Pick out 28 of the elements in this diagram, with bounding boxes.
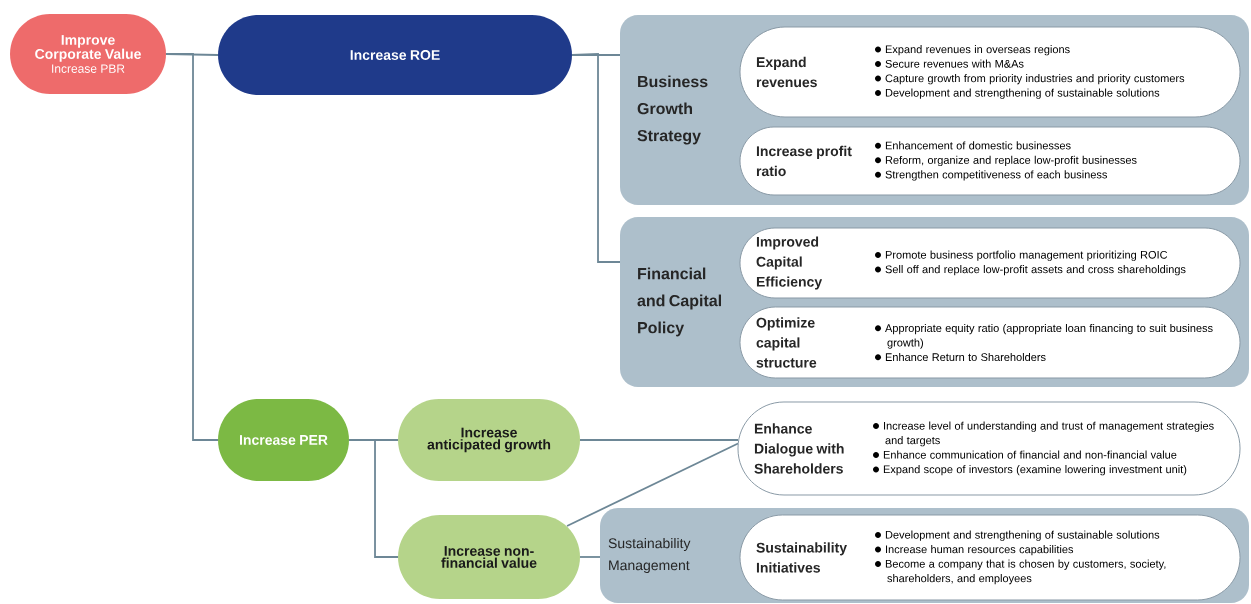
bullet-item: Capture growth from priority industries and priority customers bbox=[875, 74, 1185, 85]
goal-pill: Increase non-financial value bbox=[398, 515, 580, 599]
connector-line bbox=[571, 53, 621, 263]
bullet-item: Sell off and replace low-profit assets and cross shareholdings bbox=[875, 265, 1186, 276]
connector-line bbox=[165, 53, 219, 441]
bullet-item: Development and strengthening of sustainable solutions bbox=[875, 88, 1160, 99]
bullet-item: Expand revenues in overseas regions bbox=[875, 45, 1070, 56]
bullet-item: Enhance Return to Shareholders bbox=[875, 352, 1046, 362]
goal-pill: Increase PER bbox=[218, 399, 349, 481]
goal-pill: Increase anticipated growth bbox=[398, 399, 580, 481]
bullet-item: Increase level of understanding and trust of management strategies and targets bbox=[873, 421, 1214, 447]
bullet-item: Development and strengthening of sustainable solutions bbox=[875, 530, 1160, 541]
bullet-item: Enhancement of domestic businesses bbox=[875, 141, 1071, 150]
goal-pill: Improve Corporate Value Increase PBR bbox=[10, 14, 166, 94]
bullet-item: Enhance communication of financial and non-financial value bbox=[873, 450, 1177, 459]
bullet-item: Reform, organize and replace low-profit businesses bbox=[875, 155, 1137, 167]
connector-line bbox=[566, 442, 739, 527]
goal-pill: Increase ROE bbox=[218, 15, 572, 95]
connector-line bbox=[579, 556, 601, 558]
connector-line bbox=[348, 439, 399, 558]
connector-line bbox=[579, 439, 739, 441]
bullet-item: Expand scope of investors (examine lowering investment unit) bbox=[873, 465, 1187, 476]
bullet-item: Appropriate equity ratio (appropriate loan financing to suit business growth) bbox=[875, 323, 1213, 349]
bullet-item: Become a company that is chosen by customers, society, shareholders, and employees bbox=[875, 559, 1166, 585]
bullet-item: Increase human resources capabilities bbox=[875, 545, 1074, 556]
bullet-item: Promote business portfolio management prioritizing ROIC bbox=[875, 250, 1168, 261]
bullet-item: Strengthen competitiveness of each business bbox=[875, 170, 1107, 181]
bullet-item: Secure revenues with M&As bbox=[875, 59, 1024, 68]
